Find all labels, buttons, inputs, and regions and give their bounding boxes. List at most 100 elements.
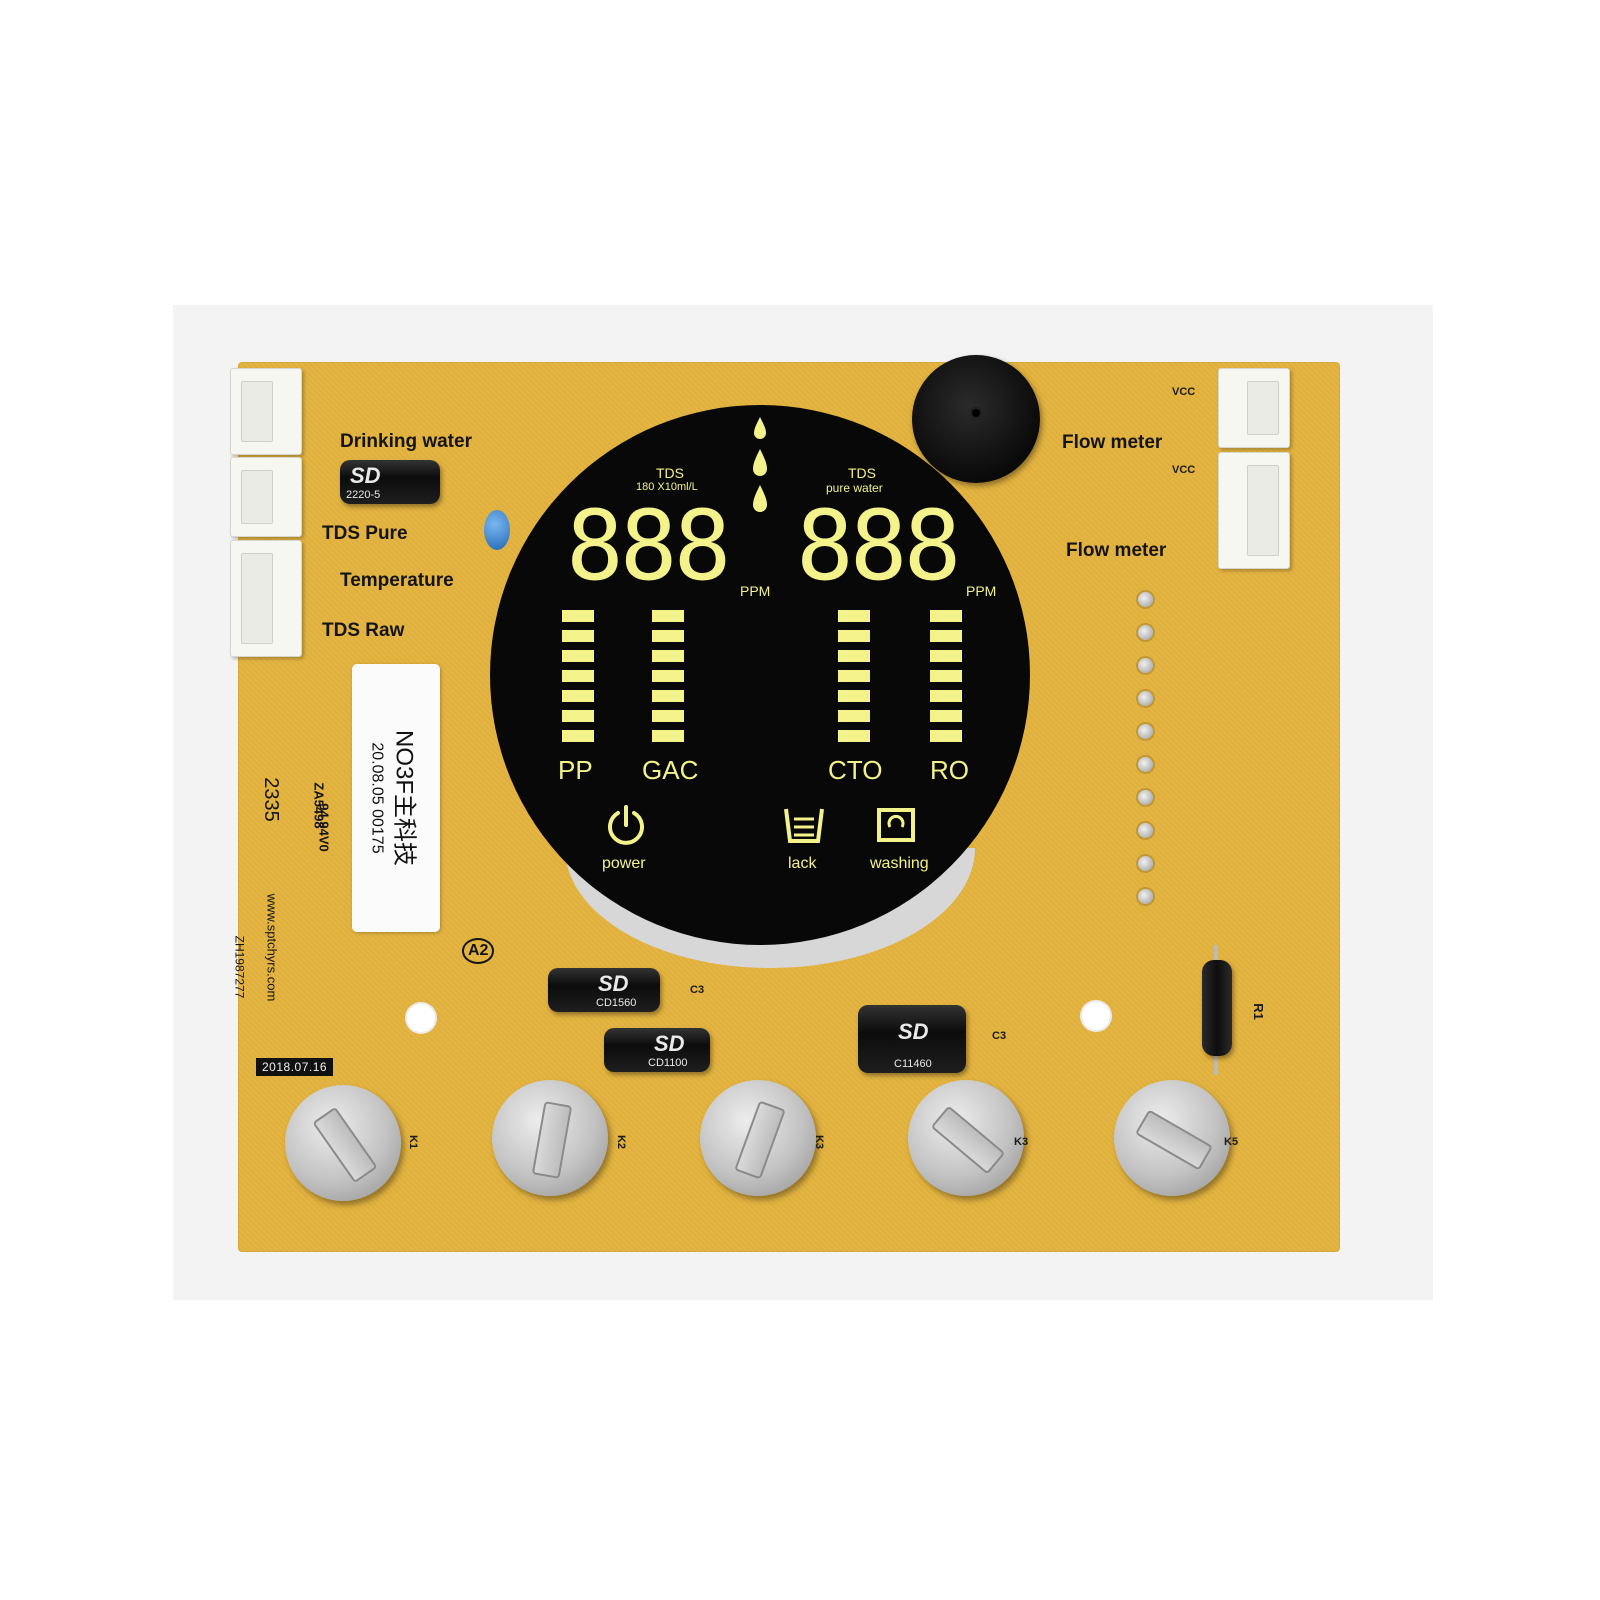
level-segment	[562, 690, 594, 702]
label-website: www.sptchyrs.com	[264, 893, 280, 1002]
connector-flow-meter-2	[1218, 452, 1290, 569]
knob-slot	[531, 1101, 573, 1179]
level-segment	[930, 630, 962, 642]
power-icon	[608, 805, 644, 845]
label-rating: 94 94V0	[316, 803, 332, 852]
capacitor-brand: SD	[598, 971, 629, 996]
label-vcc-2: VCC	[1172, 464, 1196, 476]
level-segment	[562, 650, 594, 662]
capacitor-brand: SD	[350, 463, 381, 488]
level-segment	[930, 650, 962, 662]
connector-tds-pure	[230, 457, 302, 537]
level-segment	[838, 610, 870, 622]
label-code-3: ZH1987277	[232, 935, 247, 999]
level-segment	[562, 630, 594, 642]
lcd-label-gac: GAC	[642, 755, 699, 785]
header-pin	[1138, 889, 1153, 904]
header-pin	[1138, 625, 1153, 640]
label-k2: K2	[615, 1134, 628, 1150]
label-a2: A2	[462, 938, 495, 964]
water-drop-icon	[753, 417, 767, 512]
lcd-ppm-right: PPM	[966, 583, 997, 599]
lcd-tds-right-sub: pure water	[826, 481, 883, 495]
knob-k4[interactable]	[908, 1080, 1024, 1196]
header-pin	[1138, 790, 1153, 805]
header-pin	[1138, 823, 1153, 838]
lcd-label-ro: RO	[930, 755, 969, 785]
knob-k3[interactable]	[700, 1080, 816, 1196]
level-segment	[562, 730, 594, 742]
knob-k5[interactable]	[1114, 1080, 1230, 1196]
capacitor-code: 2220-5	[346, 489, 381, 501]
level-segment	[562, 610, 594, 622]
level-segment	[930, 670, 962, 682]
sticker-text: NO3F主科技 20.08.05 00175	[368, 730, 425, 866]
capacitor-mid: SD CD1560	[548, 968, 660, 1012]
level-segment	[652, 670, 684, 682]
connector-flow-meter-1	[1218, 368, 1290, 448]
mounting-hole-right	[1080, 1000, 1112, 1032]
capacitor-code: CD1100	[648, 1057, 688, 1069]
capacitor-code: CD1560	[596, 997, 637, 1009]
level-segment	[652, 630, 684, 642]
level-segment	[930, 710, 962, 722]
lcd-label-pp: PP	[558, 755, 593, 785]
capacitor-brand: SD	[654, 1031, 685, 1056]
label-code-2: 2335	[259, 777, 282, 822]
level-segment	[652, 650, 684, 662]
knob-slot	[312, 1106, 378, 1184]
level-segment	[838, 670, 870, 682]
lcd-label-washing: washing	[870, 855, 929, 872]
capacitor-right: SD C11460	[858, 1005, 966, 1073]
mounting-hole-left	[405, 1002, 437, 1034]
lcd-tds-left: TDS	[656, 465, 684, 481]
lcd-display: TDS 180 X10ml/L TDS pure water 888 PPM 8…	[490, 405, 1030, 945]
level-segment	[838, 630, 870, 642]
header-pin	[1138, 757, 1153, 772]
level-segment	[652, 690, 684, 702]
sticker-line-2: 20.08.05 00175	[368, 742, 386, 854]
water-lack-icon	[784, 808, 824, 843]
knob-k2[interactable]	[492, 1080, 608, 1196]
serial-sticker: NO3F主科技 20.08.05 00175	[352, 664, 440, 932]
connector-temperature-tds-raw	[230, 540, 302, 657]
knob-k1[interactable]	[285, 1085, 401, 1201]
resistor-r1	[1202, 960, 1232, 1056]
ceramic-capacitor	[484, 510, 510, 550]
lcd-digits-right: 888	[796, 490, 961, 602]
header-pin	[1138, 592, 1153, 607]
lcd-tds-left-sub: 180 X10ml/L	[636, 481, 698, 493]
capacitor-top: SD 2220-5	[340, 460, 440, 504]
lcd-ppm-left: PPM	[740, 583, 771, 599]
level-segment	[652, 610, 684, 622]
level-segment	[652, 730, 684, 742]
date-tag: 2018.07.16	[256, 1058, 334, 1076]
label-drinking-water: Drinking water	[340, 431, 472, 452]
knob-slot	[930, 1105, 1006, 1175]
label-tds-pure: TDS Pure	[322, 523, 408, 544]
level-segment	[930, 730, 962, 742]
capacitor-brand: SD	[898, 1019, 929, 1044]
label-k3: K3	[813, 1134, 826, 1150]
header-pin	[1138, 691, 1153, 706]
lcd-label-lack: lack	[788, 855, 817, 872]
level-segment	[838, 690, 870, 702]
lcd-digits-left: 888	[566, 490, 731, 602]
knob-slot	[1134, 1109, 1214, 1171]
knob-slot	[734, 1100, 786, 1180]
level-segment	[562, 670, 594, 682]
label-temperature: Temperature	[340, 570, 454, 591]
lcd-tds-right: TDS	[848, 465, 876, 481]
label-vcc-1: VCC	[1172, 386, 1196, 398]
capacitor-code: C11460	[894, 1058, 932, 1070]
label-flow-meter-1: Flow meter	[1062, 432, 1163, 453]
header-pin	[1138, 658, 1153, 673]
level-segment	[930, 690, 962, 702]
label-tds-raw: TDS Raw	[322, 620, 405, 641]
label-c3-right: C3	[992, 1030, 1007, 1042]
label-k1: K1	[407, 1134, 420, 1150]
washing-icon	[877, 808, 915, 842]
lcd-label-cto: CTO	[828, 755, 883, 785]
label-flow-meter-2: Flow meter	[1066, 540, 1167, 561]
connector-drinking-water	[230, 368, 302, 455]
